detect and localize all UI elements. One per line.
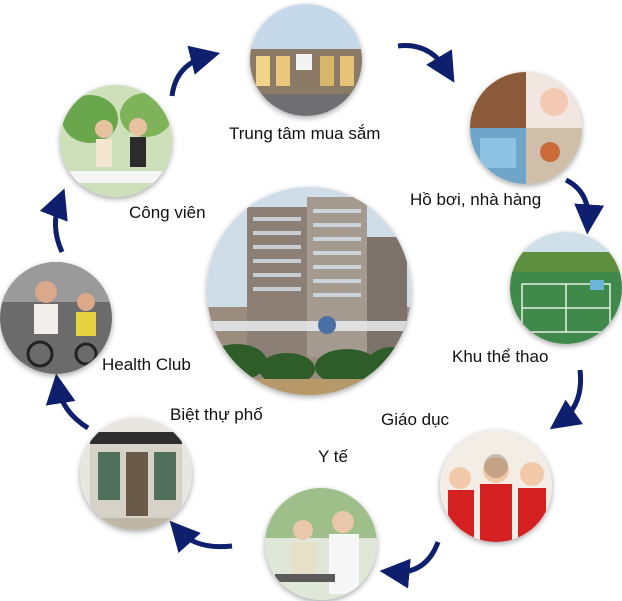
- pool-restaurant-image: [470, 72, 582, 184]
- park-image: [60, 85, 172, 197]
- label-education: Giáo dục: [381, 410, 450, 429]
- villa-image: [80, 418, 192, 530]
- label-sports: Khu thể thao: [452, 347, 549, 366]
- label-health: Y tế: [318, 447, 348, 466]
- label-park: Công viên: [129, 203, 206, 222]
- arrow-villa-to-gym: [45, 373, 90, 431]
- arrow-education-to-health: [379, 541, 441, 589]
- shopping-mall-image: [250, 4, 362, 116]
- label-villa: Biệt thự phố: [170, 405, 263, 424]
- label-gym: Health Club: [102, 355, 191, 374]
- center-building-image: [207, 187, 411, 395]
- label-pool: Hồ bơi, nhà hàng: [410, 190, 542, 209]
- health-image: [265, 488, 377, 600]
- education-image: [440, 430, 552, 542]
- arrow-sports-to-education: [549, 369, 584, 430]
- arrow-shopping-to-pool: [397, 43, 455, 83]
- sports-court-image: [510, 232, 622, 344]
- arrow-pool-to-sports: [564, 177, 605, 235]
- arrow-health-to-villa: [169, 520, 233, 554]
- label-shopping: Trung tâm mua sắm: [229, 124, 381, 143]
- gym-image: [0, 262, 112, 374]
- arrow-park-to-shopping: [169, 45, 221, 97]
- arrow-gym-to-park: [39, 188, 68, 254]
